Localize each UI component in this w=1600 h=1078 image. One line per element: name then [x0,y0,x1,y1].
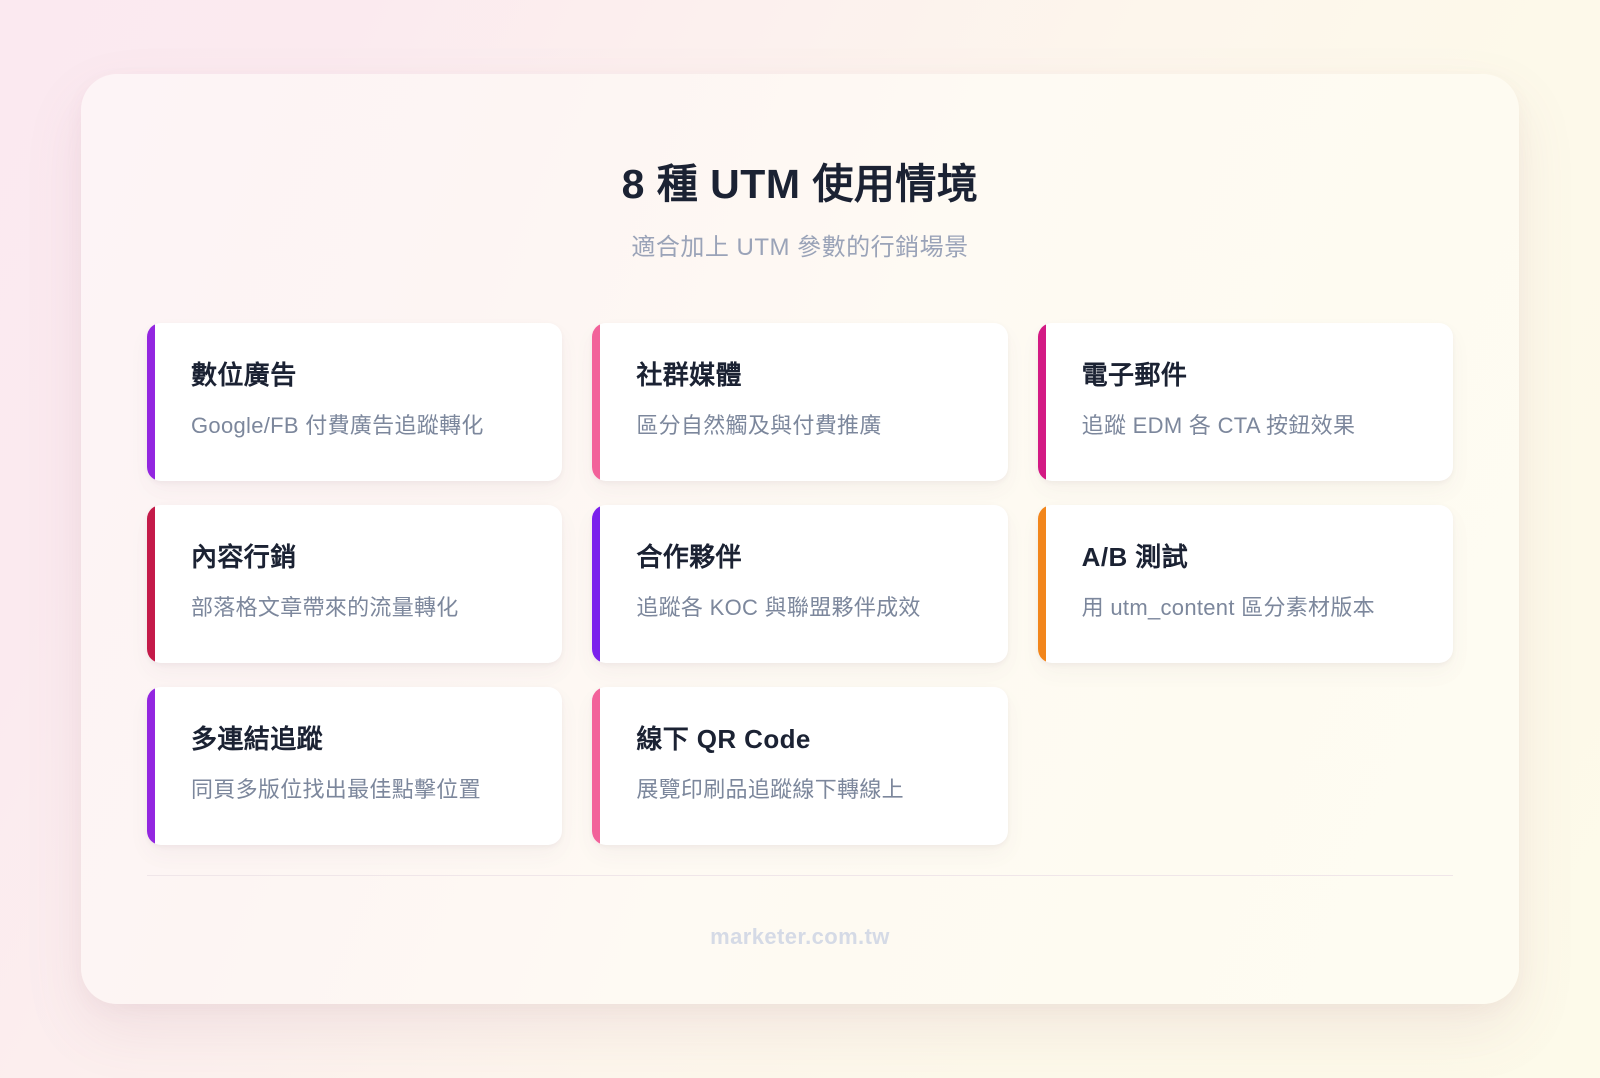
card-description: 追蹤 EDM 各 CTA 按鈕效果 [1081,412,1356,438]
use-case-card[interactable]: A/B 測試用 utm_content 區分素材版本 [1037,505,1453,664]
page-subtitle: 適合加上 UTM 參數的行銷場景 [631,234,969,262]
card-description: 追蹤各 KOC 與聯盟夥伴成效 [636,594,921,620]
card-accent-bar [592,505,601,664]
footer-brand: marketer.com.tw [710,924,890,949]
page-footer: marketer.com.tw [147,875,1453,1004]
card-description: 區分自然觸及與付費推廣 [636,412,882,438]
content-panel: 8 種 UTM 使用情境 適合加上 UTM 參數的行銷場景 數位廣告 Google… [81,74,1519,1004]
card-accent-bar [147,687,155,846]
card-title: 多連結追蹤 [191,724,324,755]
card-accent-bar [1037,323,1046,482]
card-description: 用 utm_content 區分素材版本 [1081,594,1375,620]
page-header: 8 種 UTM 使用情境 適合加上 UTM 參數的行銷場景 [147,134,1453,262]
use-case-card[interactable]: 數位廣告 Google/FB 付費廣告追蹤轉化 [147,323,563,482]
card-accent-bar [592,687,601,846]
page-title: 8 種 UTM 使用情境 [621,161,979,207]
card-title: A/B 測試 [1081,542,1189,573]
card-title: 內容行銷 [191,542,297,573]
card-title: 社群媒體 [636,360,742,391]
card-accent-bar [147,505,155,664]
card-description: 部落格文章帶來的流量轉化 [191,594,459,620]
card-description: 同頁多版位找出最佳點擊位置 [191,776,481,802]
use-case-card[interactable]: 合作夥伴追蹤各 KOC 與聯盟夥伴成效 [592,505,1008,664]
card-title: 數位廣告 [191,360,297,391]
card-accent-bar [592,323,601,482]
card-accent-bar [1037,505,1046,664]
card-description: 展覽印刷品追蹤線下轉線上 [636,776,904,802]
card-title: 電子郵件 [1081,360,1188,391]
footer-divider [147,875,1453,876]
card-title: 線下 QR Code [636,724,811,755]
card-accent-bar [147,323,155,482]
card-description: Google/FB 付費廣告追蹤轉化 [191,412,484,438]
use-case-card[interactable]: 線下 QR Code 展覽印刷品追蹤線下轉線上 [592,687,1008,846]
card-title: 合作夥伴 [636,542,742,573]
use-case-card[interactable]: 內容行銷部落格文章帶來的流量轉化 [147,505,563,664]
use-case-card[interactable]: 社群媒體區分自然觸及與付費推廣 [592,323,1008,482]
use-case-card[interactable]: 多連結追蹤同頁多版位找出最佳點擊位置 [147,687,563,846]
use-case-card[interactable]: 電子郵件追蹤 EDM 各 CTA 按鈕效果 [1037,323,1453,482]
